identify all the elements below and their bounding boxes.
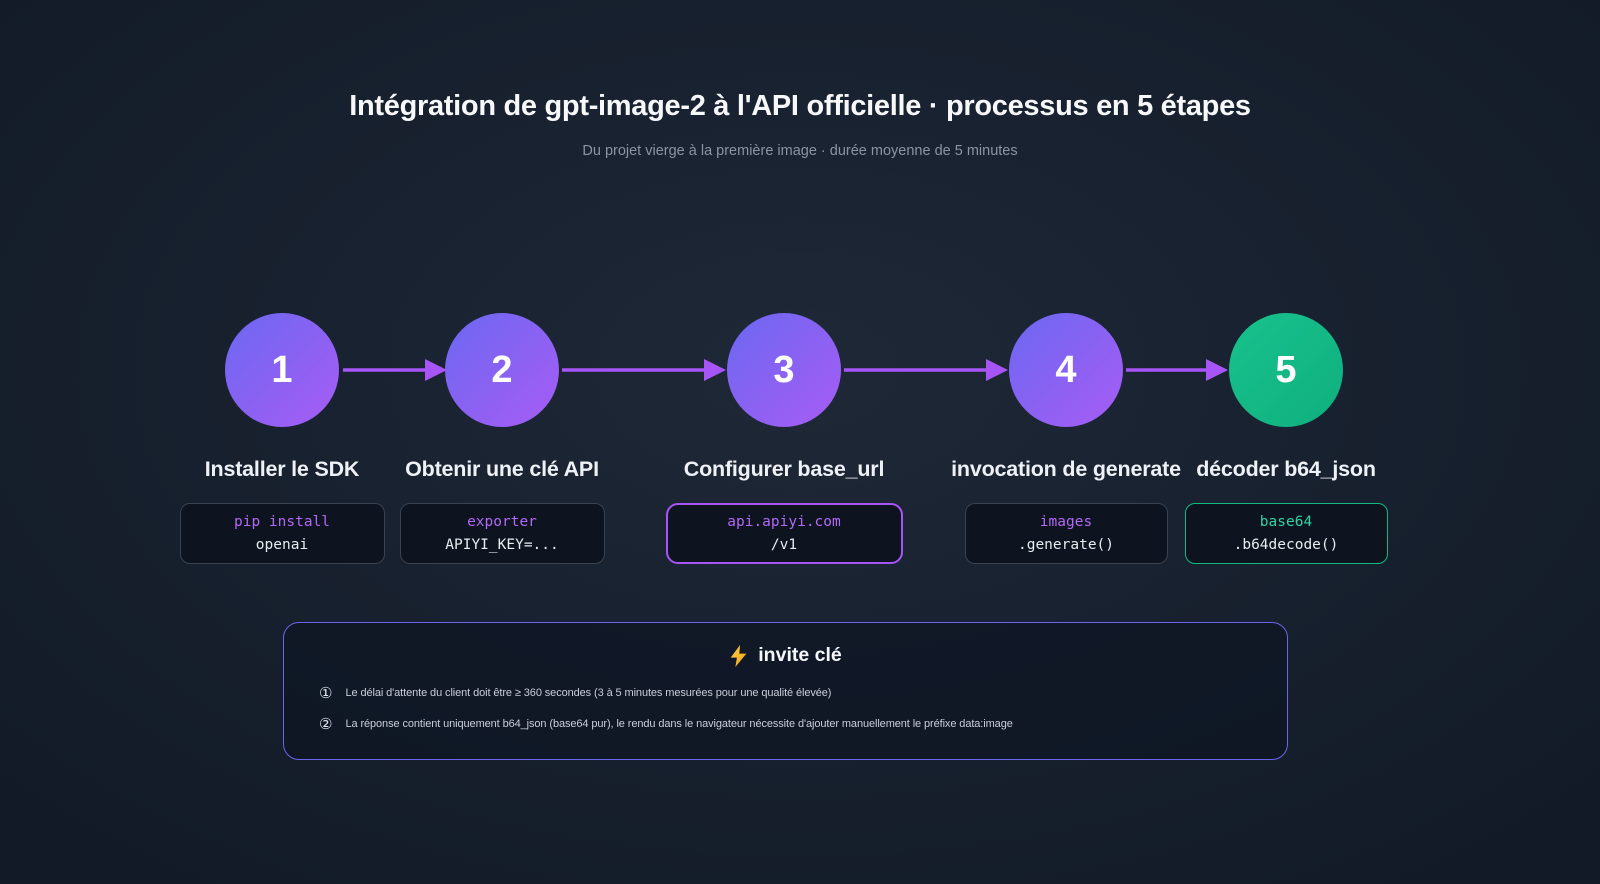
- arrow-icon: [343, 359, 447, 381]
- step-column-1: 1 Installer le SDK pip install openai: [152, 313, 412, 564]
- step-column-3: 3 Configurer base_url api.apiyi.com /v1: [654, 313, 914, 564]
- step-circle-3: 3: [727, 313, 841, 427]
- note-marker: ①: [319, 684, 333, 702]
- arrow-icon: [562, 359, 726, 381]
- step-number: 3: [773, 348, 795, 391]
- step-circle-1: 1: [225, 313, 339, 427]
- step-code-box-4: images .generate(): [964, 503, 1168, 564]
- step-number: 2: [491, 348, 513, 391]
- step-circle-4: 4: [1009, 313, 1123, 427]
- note-item: ② La réponse contient uniquement b64_jso…: [319, 715, 1287, 733]
- code-line: .generate(): [1017, 536, 1115, 553]
- step-column-2: 2 Obtenir une clé API exporter APIYI_KEY…: [372, 313, 632, 564]
- step-number: 1: [271, 348, 293, 391]
- code-line: base64: [1259, 513, 1313, 530]
- step-label: Configurer base_url: [683, 457, 885, 481]
- key-notes-panel: invite clé ① Le délai d'attente du clien…: [283, 622, 1288, 760]
- note-text: Le délai d'attente du client doit être ≥…: [345, 687, 832, 699]
- step-circle-5: 5: [1229, 313, 1343, 427]
- note-item: ① Le délai d'attente du client doit être…: [319, 684, 1287, 702]
- lightning-icon: [730, 644, 747, 667]
- code-line: pip install: [233, 513, 331, 530]
- step-label: invocation de generate: [951, 457, 1181, 481]
- note-marker: ②: [319, 715, 333, 733]
- page-subtitle: Du projet vierge à la première image · d…: [582, 143, 1018, 159]
- step-column-4: 4 invocation de generate images .generat…: [936, 313, 1196, 564]
- code-line: /v1: [770, 536, 798, 553]
- step-code-box-5: base64 .b64decode(): [1184, 503, 1388, 564]
- step-code-box-3: api.apiyi.com /v1: [665, 503, 903, 564]
- step-label: Installer le SDK: [204, 457, 360, 481]
- step-code-box-1: pip install openai: [179, 503, 385, 564]
- code-line: .b64decode(): [1233, 536, 1339, 553]
- code-line: api.apiyi.com: [727, 513, 841, 530]
- page-title: Intégration de gpt-image-2 à l'API offic…: [349, 90, 1251, 122]
- step-label: décoder b64_json: [1196, 457, 1376, 481]
- code-line: APIYI_KEY=...: [445, 536, 559, 553]
- step-circle-2: 2: [445, 313, 559, 427]
- step-column-5: 5 décoder b64_json base64 .b64decode(): [1156, 313, 1416, 564]
- arrow-icon: [844, 359, 1008, 381]
- code-line: exporter: [467, 513, 537, 530]
- key-notes-title: invite clé: [284, 644, 1287, 667]
- step-number: 4: [1055, 348, 1077, 391]
- key-notes-title-text: invite clé: [758, 644, 842, 666]
- arrow-icon: [1126, 359, 1228, 381]
- note-text: La réponse contient uniquement b64_json …: [345, 718, 1013, 730]
- code-line: openai: [255, 536, 309, 553]
- step-number: 5: [1275, 348, 1297, 391]
- key-notes-list: ① Le délai d'attente du client doit être…: [319, 684, 1287, 733]
- step-code-box-2: exporter APIYI_KEY=...: [399, 503, 605, 564]
- code-line: images: [1039, 513, 1093, 530]
- step-label: Obtenir une clé API: [405, 457, 599, 481]
